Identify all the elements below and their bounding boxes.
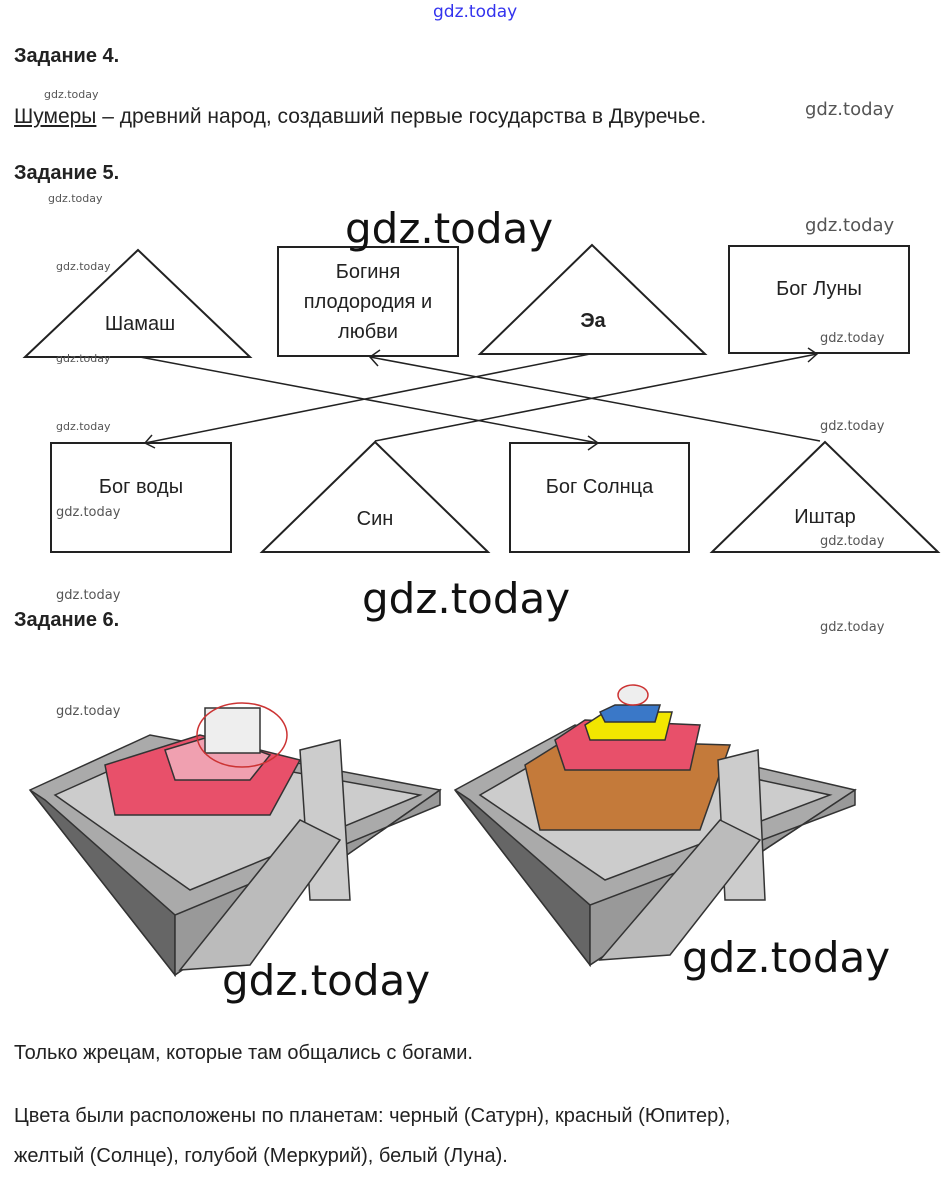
answer-text: – древний народ, создавший первые госуда… <box>96 105 707 128</box>
task4-title: Задание 4. <box>14 45 120 67</box>
arrow-sin-moon <box>374 353 818 442</box>
deity-shamash: Шамаш <box>104 313 176 335</box>
arrow-shamash-sun <box>139 356 599 444</box>
description-moon-god: Бог Луны <box>776 278 862 300</box>
watermark: gdz.today <box>56 704 121 719</box>
task6-title: Задание 6. <box>14 609 120 631</box>
watermark: gdz.today <box>805 215 895 236</box>
watermark: gdz.today <box>345 204 554 253</box>
watermark: gdz.today <box>44 88 99 101</box>
triangle-shape <box>477 243 708 355</box>
box-shape <box>50 442 232 553</box>
watermark: gdz.today <box>222 956 431 1005</box>
box-shape <box>509 442 690 553</box>
description-water-god: Бог воды <box>98 476 184 498</box>
task6-answer2-line1: Цвета были расположены по планетам: черн… <box>14 1105 731 1127</box>
arrow-ea-water <box>144 353 591 444</box>
deity-ea: Эа <box>580 310 606 332</box>
arrow-ishtar-goddess <box>369 356 821 442</box>
triangle-shape <box>709 440 941 553</box>
watermark: gdz.today <box>56 260 111 273</box>
watermark: gdz.today <box>682 933 891 982</box>
watermark: gdz.today <box>820 620 885 635</box>
watermark: gdz.today <box>56 505 121 520</box>
deity-ishtar: Иштар <box>794 506 856 528</box>
task5-title: Задание 5. <box>14 162 120 184</box>
header-watermark: gdz.today <box>433 2 518 22</box>
triangle-shape <box>259 440 491 553</box>
watermark: gdz.today <box>48 192 103 205</box>
description-sun-god: Бог Солнца <box>545 476 654 498</box>
task6-answer2-line2: желтый (Солнце), голубой (Меркурий), бел… <box>14 1145 508 1167</box>
watermark: gdz.today <box>820 331 885 346</box>
ziggurat-right <box>453 684 857 968</box>
watermark: gdz.today <box>820 419 885 434</box>
box-shape <box>277 246 459 357</box>
description-goddess-fertility: Богиня плодородия и любви <box>303 261 433 343</box>
watermark: gdz.today <box>805 99 895 120</box>
triangle-shape <box>22 248 253 358</box>
watermark: gdz.today <box>820 534 885 549</box>
box-shape <box>728 245 910 354</box>
ziggurat-left <box>28 702 442 978</box>
task6-answer1: Только жрецам, которые там общались с бо… <box>14 1042 473 1064</box>
watermark: gdz.today <box>56 588 121 603</box>
answer-term: Шумеры <box>14 105 97 128</box>
task4-answer: Шумеры – древний народ, создавший первые… <box>14 105 706 129</box>
deity-sin: Син <box>356 508 394 530</box>
watermark: gdz.today <box>56 352 111 365</box>
watermark: gdz.today <box>362 574 571 623</box>
watermark: gdz.today <box>56 420 111 433</box>
